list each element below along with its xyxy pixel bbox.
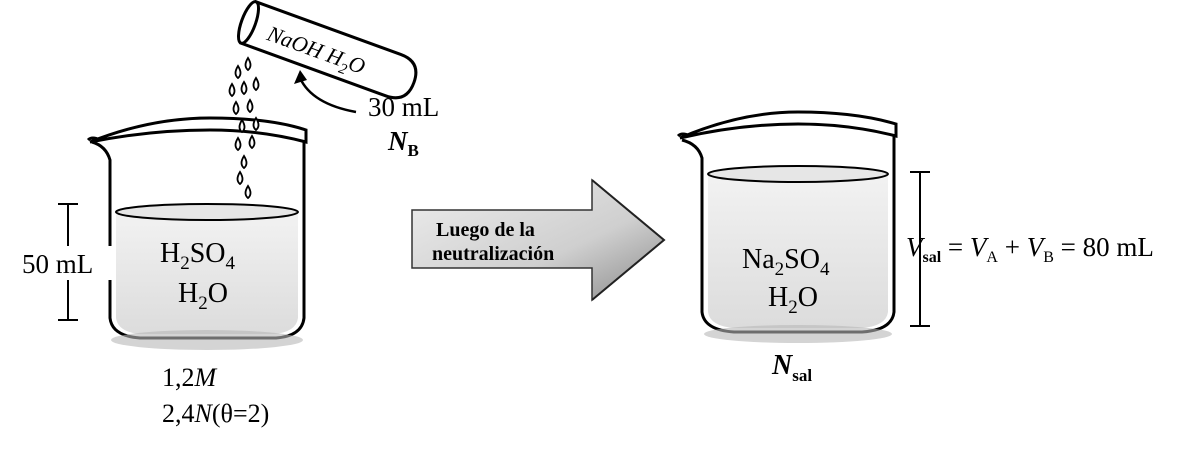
test-tube-volume-label: 30 mL bbox=[368, 92, 439, 122]
left-volume-label: 50 mL bbox=[22, 249, 93, 279]
left-beaker-outline bbox=[91, 140, 306, 340]
left-solute-formula: H2SO4 bbox=[160, 238, 236, 274]
left-solvent-formula: H2O bbox=[178, 278, 228, 314]
test-tube-body bbox=[239, 0, 418, 100]
arrow-caption-line1: Luego de la bbox=[436, 219, 535, 241]
right-beaker-rim bbox=[679, 110, 898, 140]
left-beaker-liquid bbox=[116, 212, 298, 334]
right-beaker-outline bbox=[681, 126, 896, 334]
naoh-drops bbox=[228, 56, 260, 200]
right-beaker-liquid-surface bbox=[707, 165, 889, 183]
test-tube-normality: NB bbox=[387, 126, 419, 160]
test-tube: NaOH H2O bbox=[237, 0, 418, 100]
left-beaker-liquid-surface bbox=[115, 203, 299, 221]
right-volume-bracket bbox=[910, 171, 930, 327]
left-molarity: 1,2M bbox=[162, 363, 218, 392]
right-normality: Nsal bbox=[771, 350, 812, 385]
right-solvent-formula: H2O bbox=[768, 282, 818, 318]
right-beaker bbox=[676, 110, 898, 343]
pointer-arrow bbox=[294, 70, 357, 114]
right-beaker-liquid bbox=[708, 174, 888, 328]
left-volume-bracket bbox=[20, 203, 112, 321]
left-beaker-rim bbox=[89, 116, 308, 144]
left-beaker bbox=[86, 116, 308, 350]
left-normality: 2,4N(θ=2) bbox=[162, 399, 269, 428]
volume-equation: Vsal = VA + VB = 80 mL bbox=[906, 232, 1154, 266]
right-solute-formula: Na2SO4 bbox=[742, 244, 830, 280]
process-arrow bbox=[411, 178, 666, 302]
arrow-caption-line2: neutralización bbox=[432, 243, 554, 265]
